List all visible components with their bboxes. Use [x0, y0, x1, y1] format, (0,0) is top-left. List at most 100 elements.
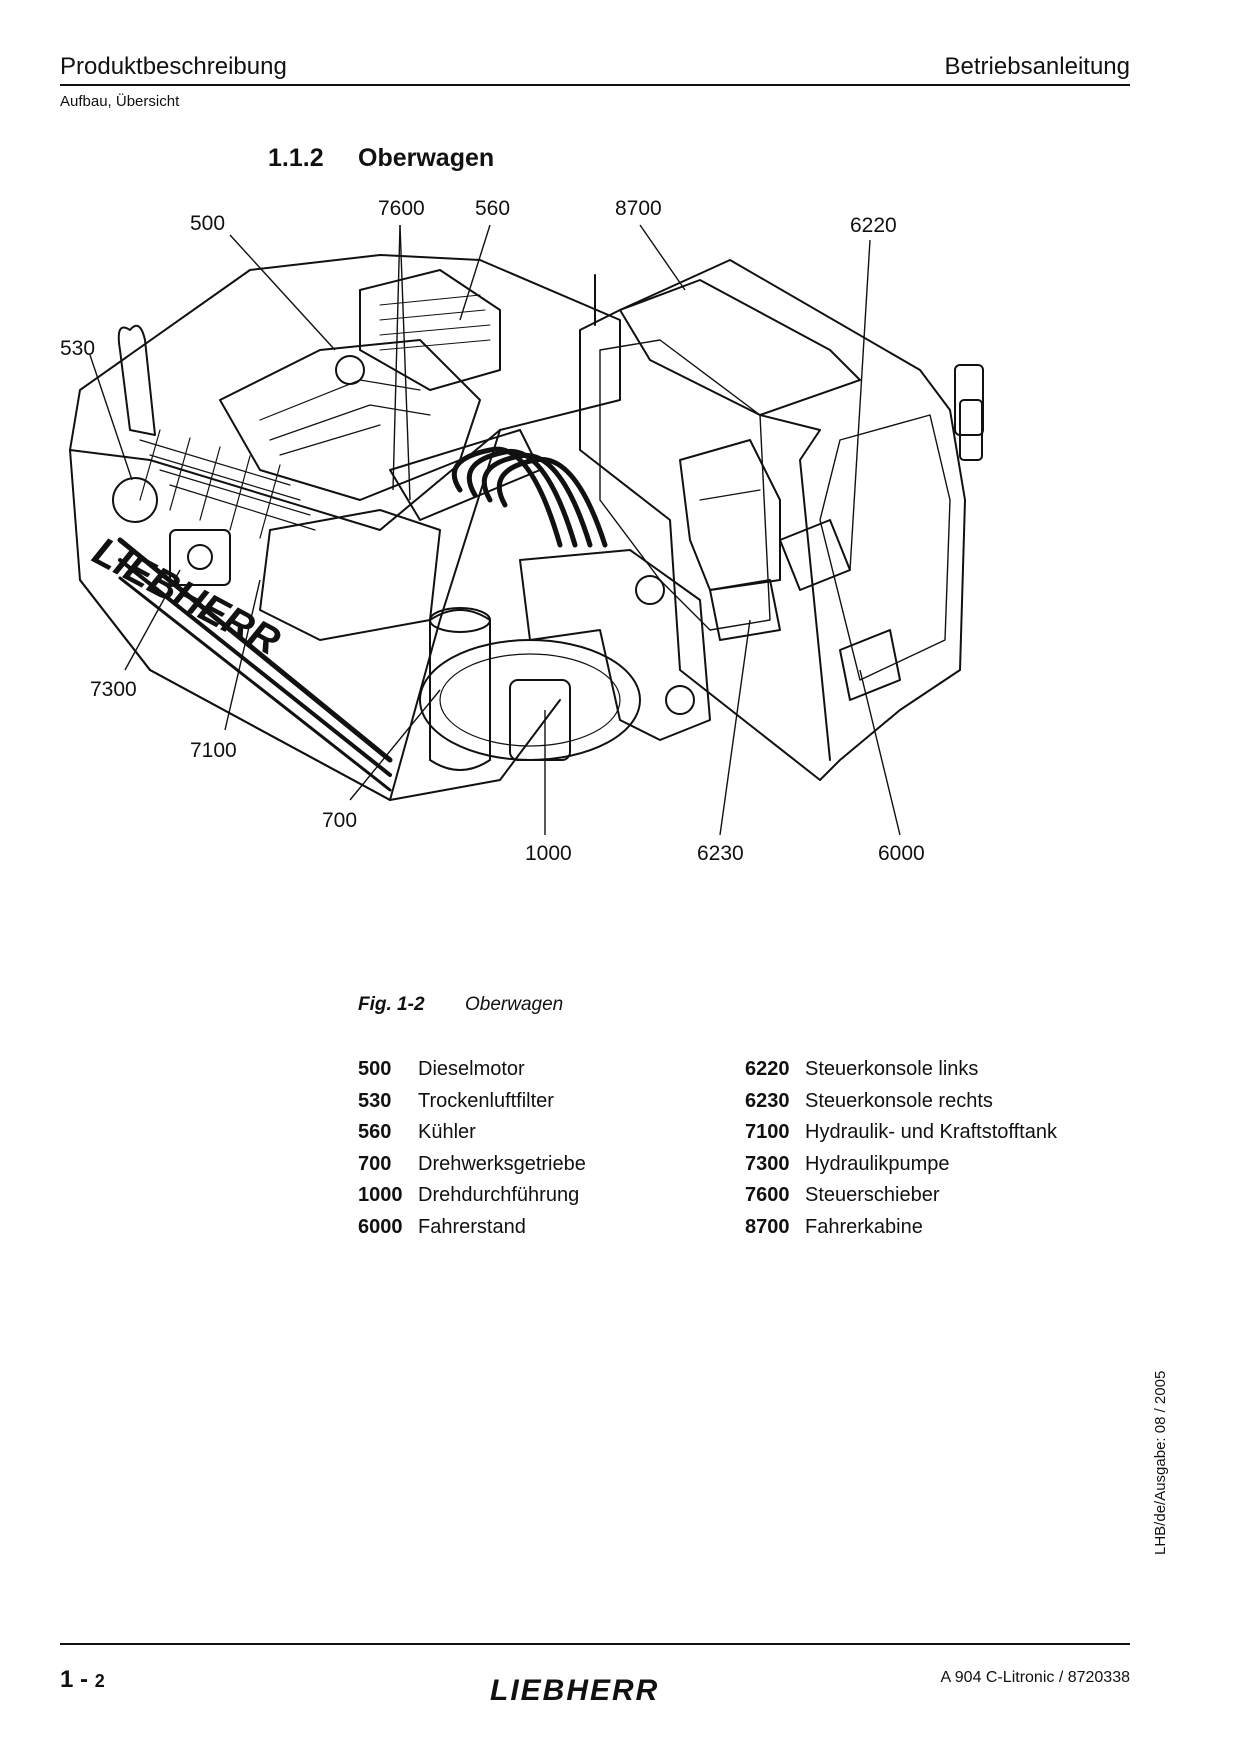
housing-stripe	[117, 537, 393, 763]
legend-label: Steuerkonsole rechts	[805, 1089, 993, 1112]
rotary-joint	[509, 679, 571, 761]
legend-label: Kühler	[418, 1121, 476, 1143]
section-heading: 1.1.2 Oberwagen	[268, 144, 494, 173]
edition-note: LHB/de/Ausgabe: 08 / 2005	[1152, 1370, 1169, 1555]
engine-detail	[259, 379, 431, 456]
housing-lower-edge	[79, 579, 561, 801]
legend-item: 7300 Hydraulikpumpe	[745, 1149, 1057, 1181]
legend-code: 530	[358, 1089, 392, 1112]
page-minor: 2	[94, 1671, 105, 1691]
header-right-title: Betriebsanleitung	[944, 53, 1130, 80]
legend-right: 6220 Steuerkonsole links 6230 Steuerkonsol…	[745, 1054, 1057, 1243]
console-right	[709, 579, 781, 641]
callout-8700: 8700	[615, 200, 662, 220]
mirror	[954, 364, 984, 436]
legend-item: 500 Dieselmotor	[358, 1054, 586, 1086]
legend-label: Steuerkonsole links	[805, 1058, 979, 1080]
header-left-title: Produktbeschreibung	[60, 53, 287, 80]
cab-roof	[619, 279, 861, 416]
cab-front-window	[819, 414, 951, 681]
legend-label: Steuerschieber	[805, 1184, 940, 1206]
console-left	[779, 519, 851, 591]
cooler	[359, 269, 501, 391]
legend-label: Drehwerksgetriebe	[418, 1152, 586, 1175]
legend-item: 530 Trockenluftfilter	[358, 1086, 586, 1118]
page-major: 1	[60, 1666, 74, 1693]
callout-530: 530	[60, 337, 95, 360]
legend-item: 7600 Steuerschieber	[745, 1180, 1057, 1212]
engine-block	[219, 339, 481, 501]
exhaust-pipe	[117, 324, 156, 436]
boom-bracket	[519, 549, 711, 741]
callout-7100: 7100	[190, 739, 237, 762]
legend-label: Fahrerstand	[418, 1215, 526, 1238]
housing-side	[69, 429, 501, 531]
legend-label: Fahrerkabine	[805, 1215, 923, 1238]
housing-stripe	[118, 576, 392, 792]
engine-pulley	[335, 355, 365, 385]
swing-gearbox	[429, 609, 491, 771]
air-filter	[112, 477, 158, 523]
legend-code: 1000	[358, 1184, 403, 1206]
legend-item: 1000 Drehdurchführung	[358, 1180, 586, 1212]
callout-6000: 6000	[878, 842, 925, 865]
page-number: 1 - 2	[60, 1666, 105, 1694]
header-rule	[60, 84, 1130, 86]
operator-station	[839, 629, 901, 701]
legend-item: 700 Drehwerksgetriebe	[358, 1149, 586, 1181]
figure-caption: Fig. 1-2 Oberwagen	[358, 994, 563, 1016]
legend-code: 6220	[745, 1058, 790, 1080]
legend-item: 7100 Hydraulik- und Kraftstofftank	[745, 1117, 1057, 1149]
caption-label: Fig. 1-2	[358, 994, 425, 1015]
hydraulic-pump	[169, 529, 231, 586]
legend-code: 8700	[745, 1215, 790, 1238]
legend-left: 500 Dieselmotor 530 Trockenluftfilter 560 K…	[358, 1054, 586, 1243]
cooler-fins	[379, 294, 491, 351]
legend-code: 560	[358, 1121, 392, 1143]
vent-grid	[139, 429, 316, 539]
legend-code: 7100	[745, 1121, 790, 1143]
legend-label: Hydraulik- und Kraftstofftank	[805, 1121, 1057, 1143]
legend-label: Drehdurchführung	[418, 1184, 580, 1206]
hydraulic-hoses	[451, 446, 608, 548]
legend-code: 6000	[358, 1215, 403, 1238]
logo-text: LIEBHERR	[490, 1674, 659, 1706]
callout-500: 500	[190, 212, 225, 235]
housing-outline	[69, 254, 621, 801]
document-reference: A 904 C-Litronic / 8720338	[940, 1669, 1130, 1686]
caption-text: Oberwagen	[465, 994, 564, 1015]
liebherr-logo: LIEBHERR	[490, 1674, 659, 1706]
legend-label: Dieselmotor	[418, 1058, 525, 1080]
callout-7300: 7300	[90, 678, 137, 701]
legend-code: 500	[358, 1058, 392, 1080]
legend-item: 6220 Steuerkonsole links	[745, 1054, 1057, 1086]
hydraulic-tank	[259, 509, 441, 641]
legend-code: 7300	[745, 1152, 790, 1175]
legend-code: 6230	[745, 1089, 790, 1112]
superstructure-diagram: LIEBHERR 500 7600 560 8700 6220 530 7300…	[60, 200, 984, 865]
cab-window	[599, 339, 771, 631]
callout-700: 700	[322, 809, 357, 832]
section-title: Oberwagen	[358, 144, 495, 172]
callout-6220: 6220	[850, 214, 897, 237]
legend-label: Hydraulikpumpe	[805, 1152, 950, 1175]
header-subtitle: Aufbau, Übersicht	[60, 93, 180, 110]
callout-1000: 1000	[525, 842, 572, 865]
cab-door-frame	[759, 414, 831, 761]
page-separator: -	[73, 1666, 95, 1693]
footer-rule	[60, 1643, 1130, 1645]
callout-560: 560	[475, 200, 510, 220]
operator-seat	[679, 439, 781, 591]
section-number: 1.1.2	[268, 144, 324, 172]
legend-item: 6230 Steuerkonsole rechts	[745, 1086, 1057, 1118]
legend-label: Trockenluftfilter	[418, 1089, 554, 1112]
callout-7600: 7600	[378, 200, 425, 220]
legend-code: 7600	[745, 1184, 790, 1206]
legend-item: 6000 Fahrerstand	[358, 1212, 586, 1244]
legend-code: 700	[358, 1152, 392, 1175]
legend-item: 560 Kühler	[358, 1117, 586, 1149]
callout-6230: 6230	[697, 842, 744, 865]
housing-brand-text: LIEBHERR	[86, 529, 287, 664]
cab-outline	[579, 259, 966, 781]
legend-item: 8700 Fahrerkabine	[745, 1212, 1057, 1244]
